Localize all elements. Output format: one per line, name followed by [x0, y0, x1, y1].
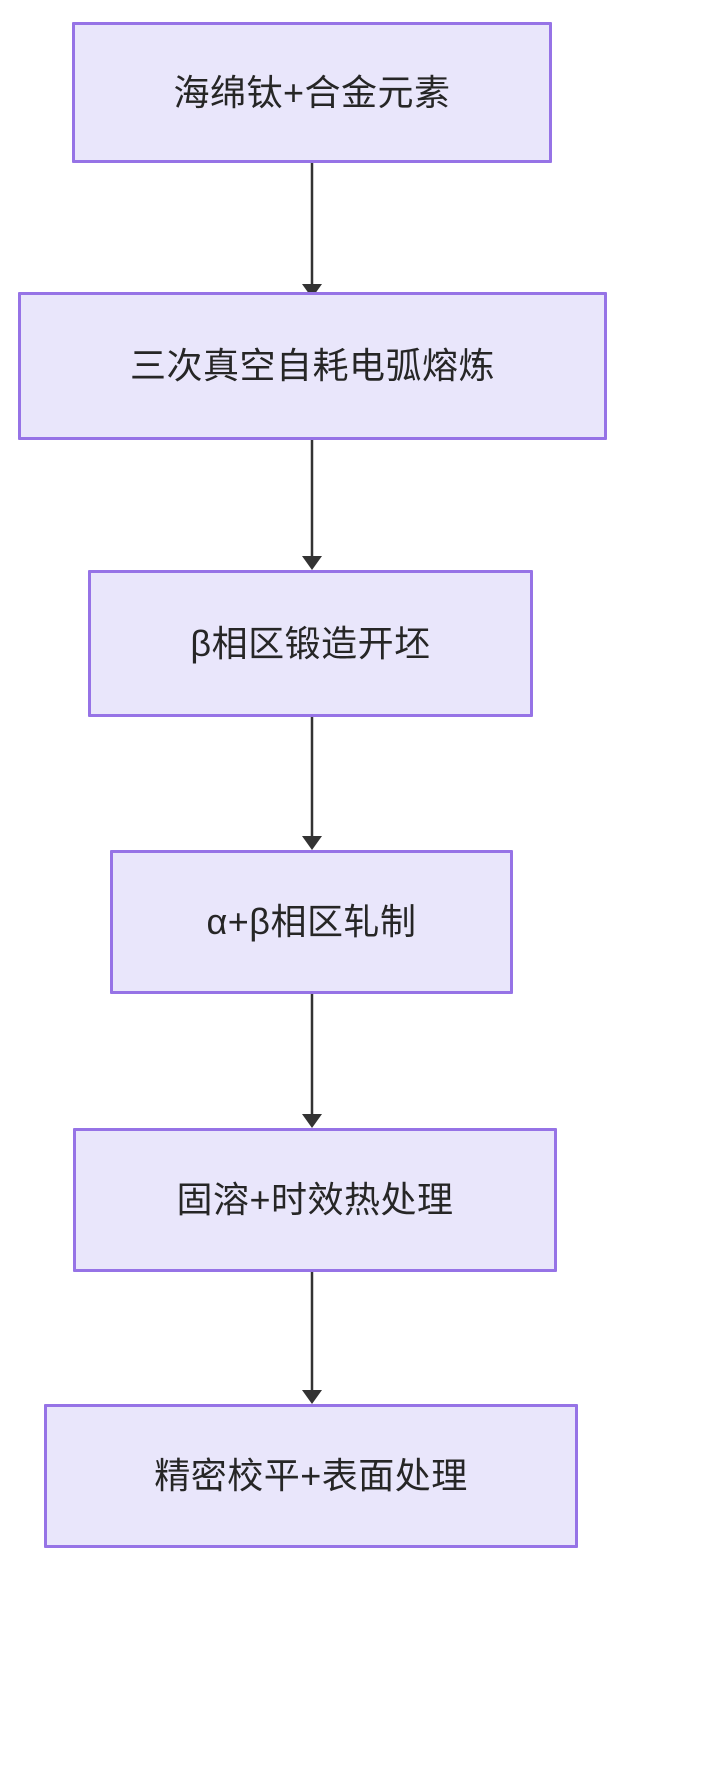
flow-node-label: 精密校平+表面处理 [154, 1455, 468, 1497]
flow-node-vacuum-arc-remelting[interactable]: 三次真空自耗电弧熔炼 [18, 292, 607, 440]
edge-n4-n5 [302, 994, 322, 1128]
flow-node-raw-material[interactable]: 海绵钛+合金元素 [72, 22, 552, 163]
flow-node-precision-leveling-surface-treatment[interactable]: 精密校平+表面处理 [44, 1404, 578, 1548]
flow-node-solution-aging-heat-treatment[interactable]: 固溶+时效热处理 [73, 1128, 557, 1272]
flow-node-label: 三次真空自耗电弧熔炼 [129, 345, 495, 387]
edge-n1-n2 [302, 163, 322, 298]
arrowhead-down-icon [302, 1114, 322, 1128]
arrowhead-down-icon [302, 836, 322, 850]
edge-n2-n3 [302, 440, 322, 570]
flow-node-label: 固溶+时效热处理 [176, 1179, 454, 1221]
flow-node-label: β相区锻造开坯 [190, 622, 431, 664]
flow-node-beta-forging[interactable]: β相区锻造开坯 [88, 570, 533, 717]
edge-n3-n4 [302, 717, 322, 850]
arrowhead-down-icon [302, 1390, 322, 1404]
edge-n5-n6 [302, 1272, 322, 1404]
arrowhead-down-icon [302, 556, 322, 570]
flow-node-alpha-beta-rolling[interactable]: α+β相区轧制 [110, 850, 513, 994]
flow-node-label: 海绵钛+合金元素 [173, 71, 451, 113]
flow-node-label: α+β相区轧制 [206, 901, 417, 943]
